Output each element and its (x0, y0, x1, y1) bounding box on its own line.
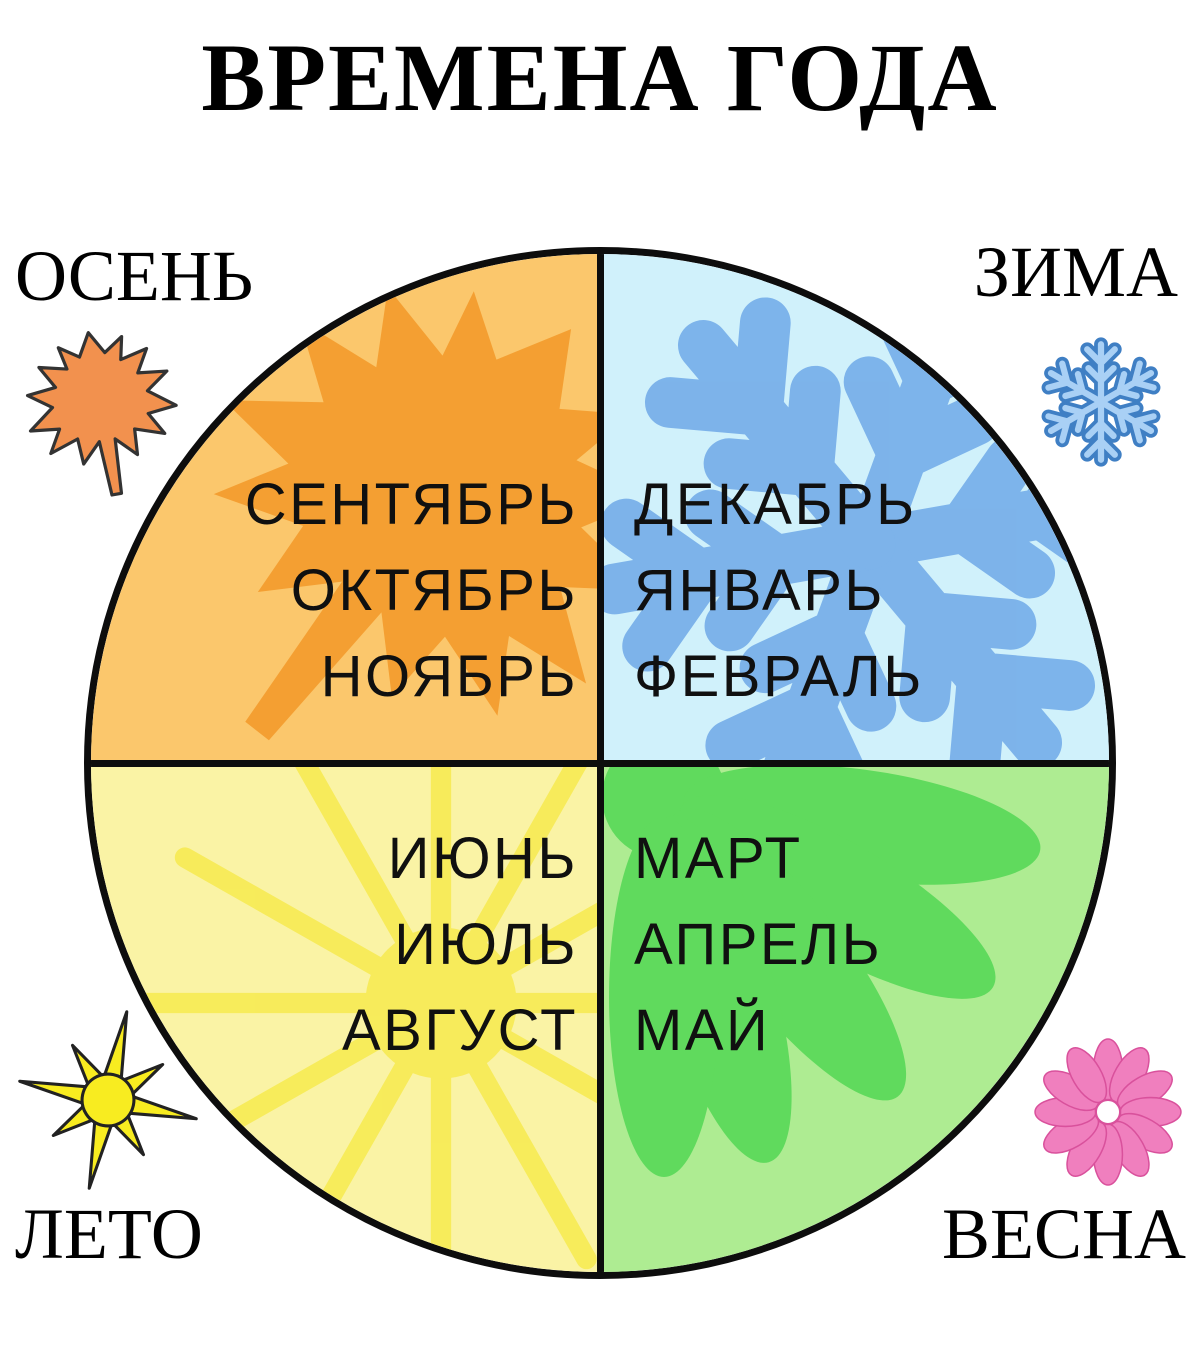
summer-sun-art (134, 763, 600, 1272)
month-item: МАРТ (634, 826, 803, 891)
summer-months: ИЮНЬ ИЮЛЬ АВГУСТ (342, 816, 578, 1074)
quadrant-summer (91, 763, 600, 1272)
month-item: ДЕКАБРЬ (634, 472, 917, 537)
spring-splash-art (602, 763, 1041, 1177)
month-item: ОКТЯБРЬ (290, 558, 578, 623)
autumn-leaf-art (213, 287, 600, 741)
spring-months: МАРТ АПРЕЛЬ МАЙ (634, 816, 882, 1074)
poster-title: ВРЕМЕНА ГОДА (201, 24, 999, 131)
horizontal-divider (91, 759, 1109, 767)
month-item: АПРЕЛЬ (634, 912, 883, 977)
autumn-months: СЕНТЯБРЬ ОКТЯБРЬ НОЯБРЬ (245, 462, 578, 720)
month-item: ФЕВРАЛЬ (634, 644, 924, 709)
month-item: НОЯБРЬ (320, 644, 578, 709)
month-item: МАЙ (634, 998, 771, 1063)
month-item: АВГУСТ (341, 998, 578, 1063)
month-item: ИЮНЬ (387, 826, 578, 891)
seasons-wheel: СЕНТЯБРЬ ОКТЯБРЬ НОЯБРЬ ДЕКАБРЬ ЯНВАРЬ Ф… (84, 247, 1116, 1279)
month-item: ИЮЛЬ (394, 912, 578, 977)
winter-snowflake-art (600, 274, 1109, 763)
month-item: ЯНВАРЬ (634, 558, 885, 623)
quadrant-autumn (91, 254, 600, 763)
month-item: СЕНТЯБРЬ (244, 472, 578, 537)
quadrant-spring (600, 763, 1109, 1272)
winter-months: ДЕКАБРЬ ЯНВАРЬ ФЕВРАЛЬ (634, 462, 924, 720)
quadrant-winter (600, 254, 1109, 763)
